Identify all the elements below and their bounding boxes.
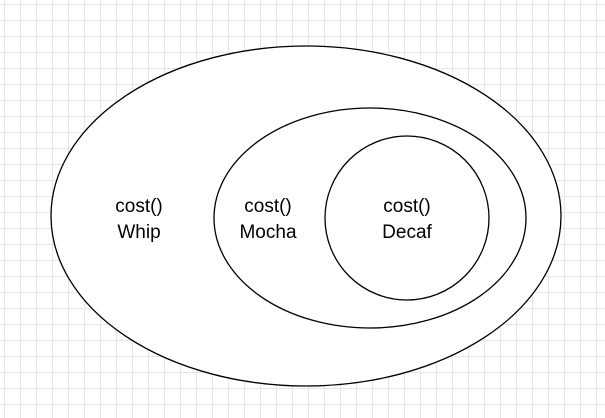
- decaf-name-label: Decaf: [382, 222, 432, 243]
- decaf-circle[interactable]: [324, 135, 490, 301]
- mocha-name-label: Mocha: [239, 222, 296, 243]
- decaf-method-label: cost(): [383, 196, 431, 217]
- whip-method-label: cost(): [115, 196, 163, 217]
- mocha-method-label: cost(): [244, 196, 292, 217]
- whip-name-label: Whip: [117, 222, 160, 243]
